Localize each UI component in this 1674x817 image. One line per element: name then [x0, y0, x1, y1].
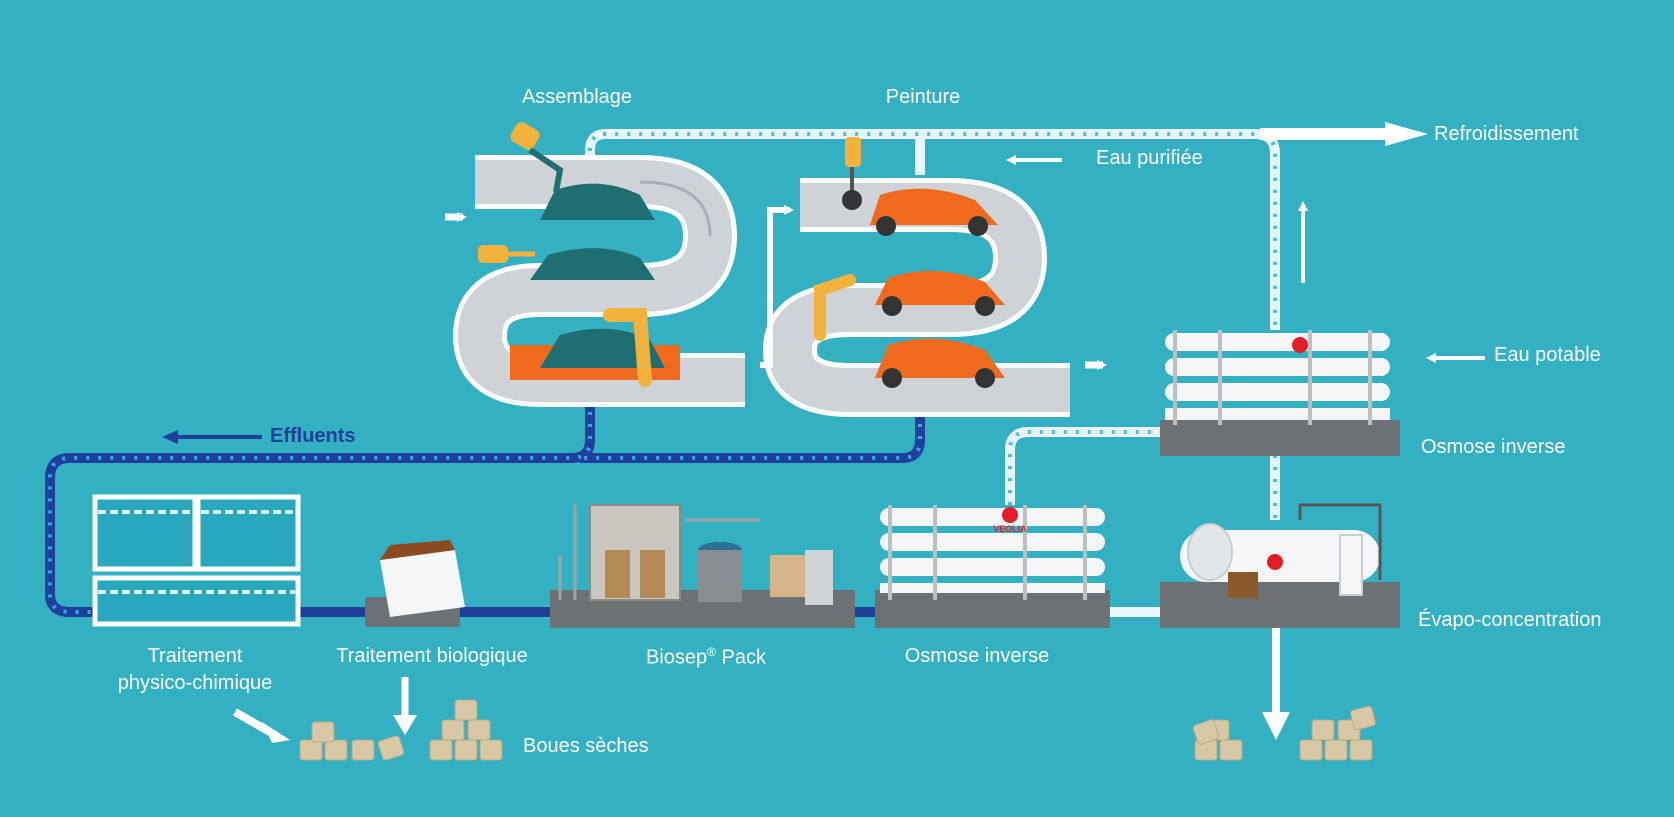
- flow-arrows: [162, 122, 1485, 743]
- label-refroidissement: Refroidissement: [1434, 123, 1579, 145]
- assembly-line: [445, 122, 745, 407]
- reverse-osmosis-unit-bottom: VEOLIA: [875, 505, 1110, 628]
- paint-line: [760, 137, 1107, 417]
- evapo-down-arrow: [1262, 712, 1290, 740]
- biosep-pack-unit: [550, 504, 855, 628]
- label-effluents: Effluents: [270, 425, 356, 447]
- physico-sludge-arrow: [262, 722, 290, 743]
- evaporator-unit: [1160, 503, 1400, 628]
- biological-treatment-unit: [365, 540, 465, 627]
- biosep-name: Biosep: [645, 646, 708, 669]
- label-traitement-physico-line2: physico-chimique: [117, 672, 273, 694]
- biosep-suffix: Pack: [715, 646, 767, 669]
- paint-robot: [814, 137, 862, 341]
- label-eau-potable: Eau potable: [1494, 344, 1601, 366]
- purified-water-pipe: [585, 129, 1280, 617]
- car-body-teal: [530, 183, 665, 368]
- label-traitement-physico-line1: Traitement: [147, 645, 243, 667]
- label-boues-seches: Boues sèches: [523, 735, 649, 757]
- label-evapo-concentration: Évapo-concentration: [1418, 609, 1602, 631]
- biosep-registered-mark: ®: [707, 645, 716, 659]
- label-traitement-biologique: Traitement biologique: [336, 645, 528, 667]
- reverse-osmosis-unit-top: [1160, 330, 1400, 456]
- transfer-arrow: [760, 205, 794, 368]
- physico-chemical-tanks: [92, 494, 301, 627]
- label-assemblage: Assemblage: [521, 86, 633, 108]
- label-biosep-pack: Biosep® Pack: [646, 645, 766, 670]
- car-orange: [870, 188, 1005, 388]
- label-eau-purifiee: Eau purifiée: [1096, 147, 1203, 169]
- robot-arm: [478, 122, 652, 387]
- brand-logo-text: VEOLIA: [993, 524, 1027, 534]
- label-osmose-inverse-bottom: Osmose inverse: [904, 645, 1050, 667]
- bio-down-arrow: [393, 715, 417, 735]
- label-peinture: Peinture: [885, 86, 961, 108]
- label-osmose-inverse-top: Osmose inverse: [1421, 436, 1566, 458]
- dry-sludge-blocks: [299, 699, 1377, 761]
